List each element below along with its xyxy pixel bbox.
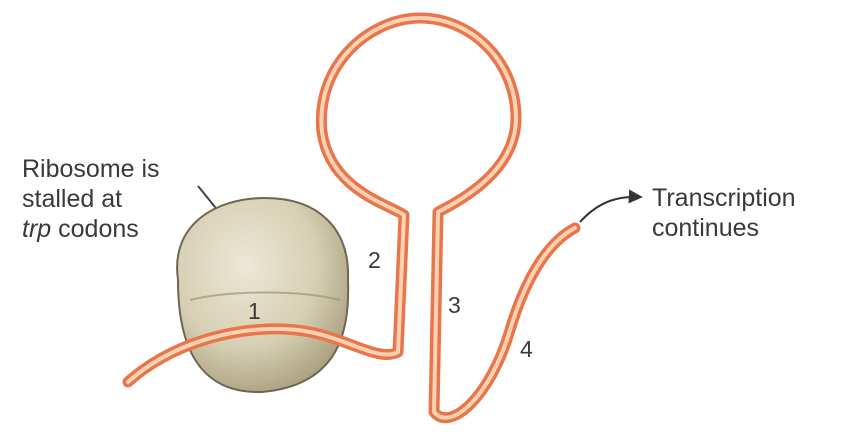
transcription-label-line2: continues	[652, 213, 796, 243]
region-1-label: 1	[248, 298, 261, 324]
ribosome	[177, 198, 348, 392]
codons-text: codons	[51, 215, 139, 243]
ribosome-label-line2: stalled at	[22, 184, 160, 214]
ribosome-label-line1: Ribosome is	[22, 154, 160, 184]
transcription-label: Transcription continues	[652, 183, 796, 243]
region-2-label: 2	[368, 247, 381, 273]
region-4-label: 4	[520, 336, 533, 362]
ribosome-label: Ribosome is stalled at trp codons	[22, 154, 160, 244]
transcription-label-line1: Transcription	[652, 183, 796, 213]
ribosome-label-line3: trp codons	[22, 214, 160, 244]
transcription-arrow	[580, 197, 640, 222]
trp-italic: trp	[22, 215, 51, 243]
region-3-label: 3	[448, 292, 461, 318]
